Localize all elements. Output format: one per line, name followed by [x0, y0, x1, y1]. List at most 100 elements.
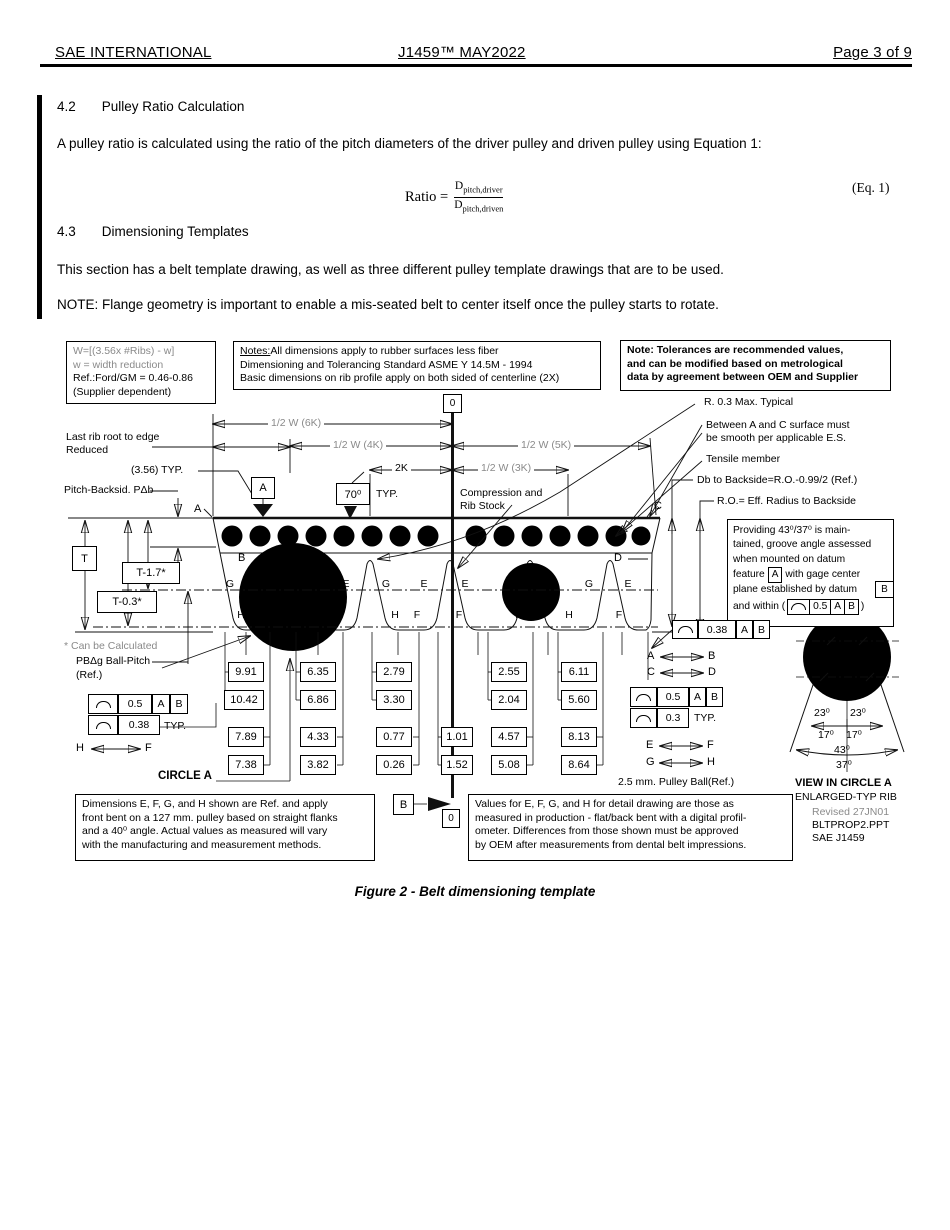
view-circle-a-panel: [789, 606, 905, 772]
rib-letter-h: H: [391, 609, 399, 621]
pitch-and-ball-lines: [93, 589, 658, 628]
rib-letter-g: G: [506, 578, 516, 590]
rib-letter-h: H: [311, 609, 319, 621]
groove-angle-box: 70⁰: [336, 483, 370, 505]
fcf-value: 0.3: [657, 708, 689, 728]
denominator-subscript: pitch,driven: [462, 203, 504, 214]
right-fcf-typ: TYP.: [694, 712, 716, 724]
callout-db-backside: Db to Backside=R.O.-0.99/2 (Ref.): [697, 474, 858, 486]
centerline-zero-bottom: 0: [442, 809, 460, 828]
notes-line1: All dimensions apply to rubber surfaces …: [270, 345, 499, 357]
view-title: VIEW IN CIRCLE A: [795, 777, 892, 789]
rib-letter-g: G: [225, 578, 235, 590]
value-box: 5.60: [561, 690, 597, 710]
width-ref: Ref.:Ford/GM = 0.46-0.86: [73, 372, 193, 385]
header-center: J1459™ MAY2022: [398, 44, 526, 61]
providing-1: Providing 43⁰/37⁰ is main-: [733, 525, 851, 536]
rib-letter-h: H: [237, 609, 245, 621]
datum-b-triangle: [428, 797, 451, 811]
can-be-calculated-label: * Can be Calculated: [64, 640, 158, 652]
dim-t03-box: T-0.3*: [97, 591, 157, 613]
figure-caption: Figure 2 - Belt dimensioning template: [354, 884, 596, 899]
last-rib-label-1: Last rib root to edge: [66, 431, 160, 443]
profile-arc-icon: [630, 687, 657, 707]
surface-a-label: A: [194, 503, 202, 515]
pair-d: D: [708, 666, 716, 678]
value-box: 4.57: [491, 727, 527, 747]
rib-letter-g: G: [381, 578, 391, 590]
tol-line1: Note: Tolerances are recommended values,: [627, 344, 844, 356]
providing-6b: ): [860, 600, 865, 612]
rib-letter-g: G: [303, 578, 313, 590]
tol-line3: data by agreement between OEM and Suppli…: [627, 371, 859, 384]
fcf-datum-a: A: [689, 687, 706, 707]
profile-arc-icon: [672, 620, 698, 639]
value-box: 1.01: [441, 727, 473, 747]
angle-17-right: 17⁰: [846, 729, 862, 741]
tensile-cord-circles: [221, 525, 651, 547]
rib-letter-f: F: [333, 609, 341, 621]
width-supplier: (Supplier dependent): [73, 385, 172, 398]
callout-tensile-member: Tensile member: [706, 453, 781, 465]
value-box: 6.86: [300, 690, 336, 710]
values-note-box: Values for E, F, G, and H for detail dra…: [468, 794, 793, 861]
fcf-value: 0.5: [118, 694, 152, 714]
compression-label-1: Compression and: [460, 487, 543, 499]
pair-f: F: [707, 739, 714, 751]
val-line4: by OEM after measurements from dental be…: [475, 838, 747, 851]
fcf-datum-a: A: [152, 694, 170, 714]
denominator-base: D: [454, 199, 463, 212]
providing-5: plane established by datum: [733, 584, 858, 596]
providing-fcf: 0.5 A B: [787, 598, 859, 616]
fcf-datum-b: B: [753, 620, 770, 639]
datum-a-triangle: [253, 504, 273, 517]
value-box: 6.35: [300, 662, 336, 682]
value-box: 2.55: [491, 662, 527, 682]
value-box: 3.30: [376, 690, 412, 710]
rib-letter-f: F: [455, 609, 463, 621]
ref-line2: front bent on a 127 mm. pulley based on …: [82, 811, 338, 824]
value-box: 5.08: [491, 755, 527, 775]
view-subtitle: ENLARGED-TYP RIB: [795, 791, 897, 803]
callout-ac-2: be smooth per applicable E.S.: [706, 432, 847, 444]
angle-leader-arrow: [344, 506, 357, 519]
providing-box: Providing 43⁰/37⁰ is main- tained, groov…: [727, 519, 894, 627]
ref-line4: with the manufacturing and measurement m…: [82, 838, 322, 851]
section-title: Dimensioning Templates: [101, 224, 249, 239]
pair-b: B: [708, 650, 716, 662]
providing-4a: feature: [733, 569, 765, 581]
value-box-leaders: [159, 632, 649, 811]
tol-line2: and can be modified based on metrologica…: [627, 357, 843, 370]
right-callout-leaders: [378, 403, 714, 648]
datum-b-label-box: B: [393, 794, 414, 815]
angle-43: 43⁰: [834, 744, 850, 756]
section-4-2-heading: 4.2 Pulley Ratio Calculation: [57, 99, 244, 114]
rib-letter-e: E: [420, 578, 428, 590]
groove-angle-typ: TYP.: [376, 488, 398, 500]
numerator-subscript: pitch,driver: [463, 184, 503, 195]
angle-23-left: 23⁰: [814, 707, 830, 719]
header-right: Page 3 of 9: [833, 44, 912, 61]
value-box: 0.77: [376, 727, 412, 747]
notes-line2: Dimensioning and Tolerancing Standard AS…: [240, 358, 533, 371]
rib-letter-e: E: [260, 578, 268, 590]
value-box: 4.33: [300, 727, 336, 747]
datum-a-label-box: A: [251, 477, 275, 499]
view-letter-e: E: [816, 630, 823, 641]
left-fcf-1: 0.5 A B: [88, 694, 188, 714]
circle-a-label: CIRCLE A: [158, 770, 212, 782]
fcf-value: 0.38: [698, 620, 736, 639]
providing-4b: with gage center: [785, 569, 861, 581]
dim-half-w-3k: 1/2 W (3K): [478, 462, 535, 475]
profile-arc-icon: [788, 599, 811, 615]
header-left: SAE INTERNATIONAL: [55, 44, 212, 61]
fcf-value: 0.5: [657, 687, 689, 707]
pair-h: H: [707, 756, 715, 768]
dim-2k: 2K: [392, 462, 411, 475]
surface-d-label: D: [614, 552, 622, 564]
left-fcf-typ: TYP.: [164, 720, 186, 732]
pair-c: C: [647, 666, 655, 678]
providing-3: when mounted on datum: [733, 553, 846, 565]
value-box: 2.79: [376, 662, 412, 682]
